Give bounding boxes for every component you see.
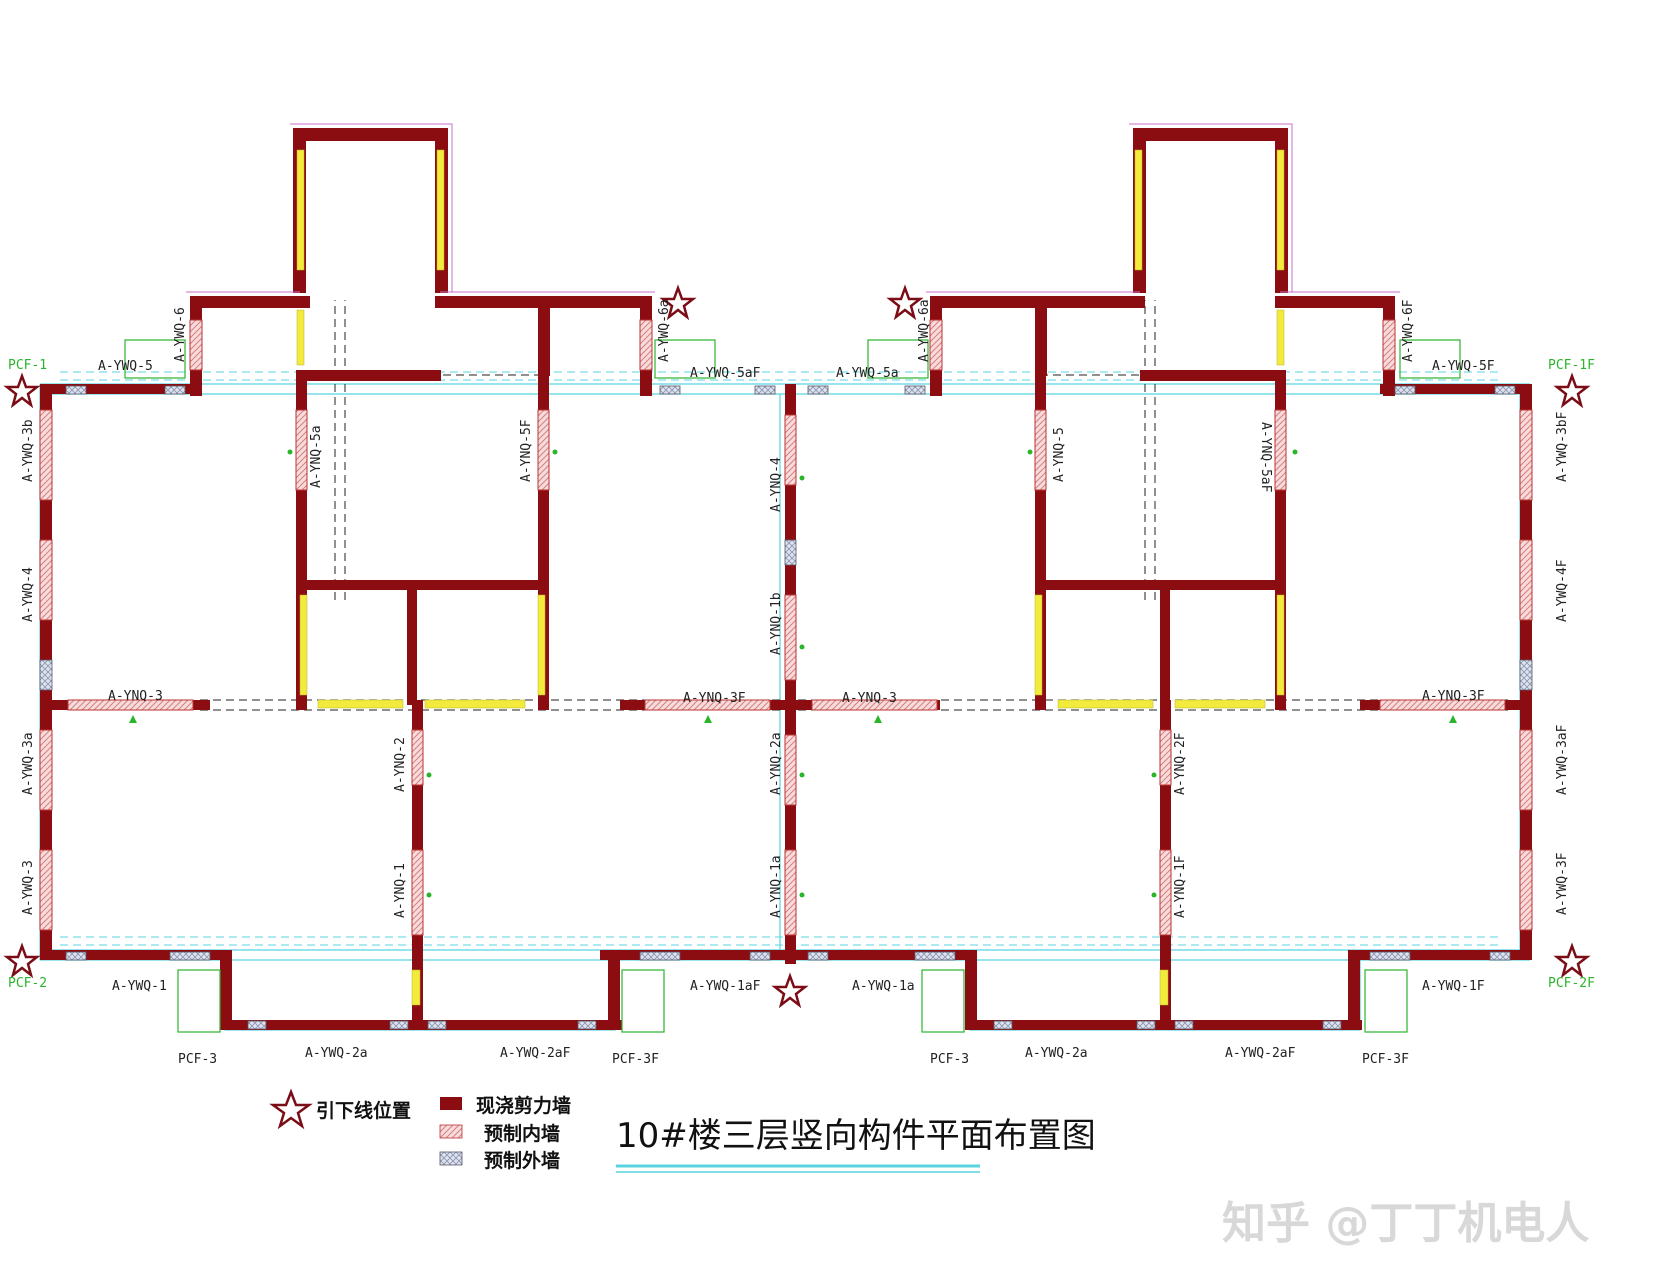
star-icon (3, 372, 41, 409)
label: A-YWQ-1a (852, 979, 915, 994)
label: A-YNQ-5F (519, 419, 534, 482)
label: A-YWQ-3 (21, 860, 36, 915)
label: A-YNQ-3 (842, 691, 897, 706)
outer-walls (39, 385, 1533, 1030)
label: PCF-3 (930, 1052, 969, 1067)
yellow-strips (296, 149, 1285, 1006)
label: A-YNQ-3F (1422, 689, 1485, 704)
star-icon (3, 942, 41, 979)
watermark: 知乎 @丁丁机电人 (1222, 1198, 1589, 1249)
legend-inner-label: 预制内墙 (484, 1122, 560, 1145)
star-icon (771, 972, 809, 1009)
roof-edge (186, 123, 1400, 293)
label: A-YWQ-6a (917, 299, 932, 362)
label: A-YNQ-2 (393, 737, 408, 792)
star-icon (269, 1088, 313, 1130)
page-title: 10#楼三层竖向构件平面布置图 (616, 1116, 1096, 1156)
label: A-YWQ-1 (112, 979, 167, 994)
label: A-YWQ-3b (21, 419, 36, 482)
label: A-YWQ-1F (1422, 979, 1485, 994)
legend-inner-swatch (439, 1124, 463, 1139)
label: PCF-2F (1548, 976, 1595, 991)
label: A-YWQ-5aF (690, 366, 761, 381)
label: PCF-2 (8, 976, 47, 991)
label: A-YWQ-3a (21, 732, 36, 795)
label: PCF-3 (178, 1052, 217, 1067)
label: A-YWQ-6a (657, 299, 672, 362)
pcf-boxes (124, 339, 1461, 1033)
legend-star-label: 引下线位置 (316, 1099, 411, 1122)
label: A-YWQ-3F (1555, 852, 1570, 915)
label: A-YWQ-6F (1401, 299, 1416, 362)
label: A-YWQ-2a (305, 1046, 368, 1061)
label: A-YWQ-5a (836, 366, 899, 381)
star-icon (1553, 942, 1591, 979)
label: PCF-1F (1548, 358, 1595, 373)
label: A-YNQ-2a (769, 732, 784, 795)
label: A-YWQ-2a (1025, 1046, 1088, 1061)
label: A-YNQ-4 (769, 457, 784, 512)
label: PCF-1 (8, 358, 47, 373)
down-conductor-stars (3, 284, 1591, 1009)
component-labels: PCF-1 PCF-1F PCF-2 PCF-2F PCF-3 PCF-3F P… (8, 299, 1595, 1067)
label: A-YWQ-3aF (1555, 724, 1570, 795)
label: A-YNQ-1 (393, 863, 408, 918)
label: A-YNQ-5a (309, 425, 324, 488)
label: A-YNQ-5 (1052, 427, 1067, 482)
label: A-YNQ-5aF (1258, 422, 1273, 493)
label: A-YWQ-4F (1555, 559, 1570, 622)
star-icon (886, 284, 924, 321)
label: A-YWQ-6 (173, 307, 188, 362)
star-icon (1553, 372, 1591, 409)
label: A-YWQ-5F (1432, 359, 1495, 374)
legend-cast-label: 现浇剪力墙 (476, 1094, 571, 1117)
legend-cast-swatch (440, 1097, 462, 1110)
inner-walls (39, 319, 1533, 936)
label: A-YNQ-3F (683, 691, 746, 706)
legend-outer-label: 预制外墙 (484, 1149, 560, 1172)
label: A-YWQ-2aF (1225, 1046, 1296, 1061)
marker-arrows (129, 449, 1457, 898)
label: A-YWQ-3bF (1555, 411, 1570, 482)
label: A-YWQ-2aF (500, 1046, 571, 1061)
star-icon (659, 284, 697, 321)
label: A-YNQ-1F (1173, 855, 1188, 918)
label: PCF-3F (612, 1052, 659, 1067)
legend: 引下线位置 现浇剪力墙 预制内墙 预制外墙 (269, 1088, 571, 1172)
label: A-YNQ-2F (1173, 732, 1188, 795)
label: PCF-3F (1362, 1052, 1409, 1067)
label: A-YWQ-5 (98, 359, 153, 374)
label: A-YNQ-1a (769, 855, 784, 918)
label: A-YNQ-1b (769, 592, 784, 655)
label: A-YWQ-4 (21, 567, 36, 622)
drawing-title: 10#楼三层竖向构件平面布置图 (616, 1116, 1096, 1173)
label: A-YWQ-1aF (690, 979, 761, 994)
legend-outer-swatch (439, 1151, 463, 1166)
label: A-YNQ-3 (108, 689, 163, 704)
